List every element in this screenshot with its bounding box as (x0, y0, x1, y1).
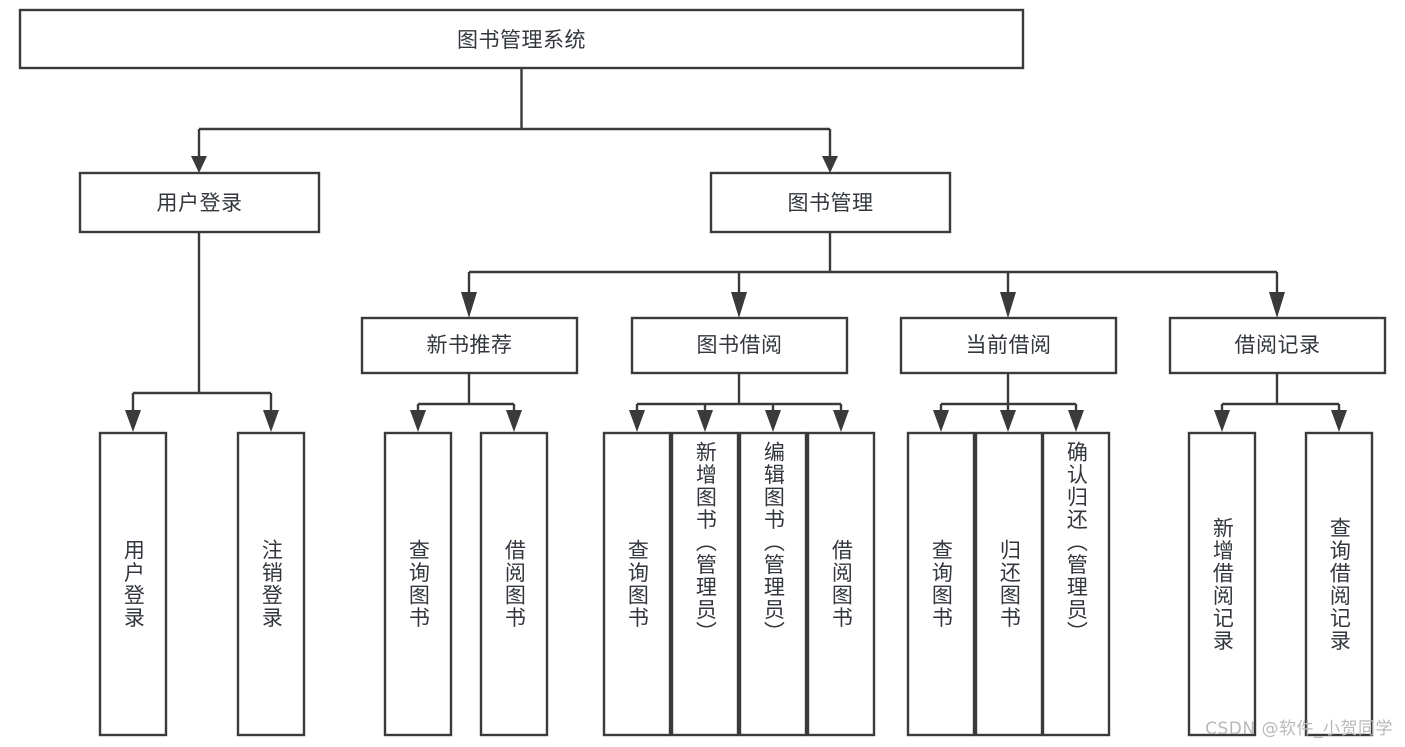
arrow-userlogin-leaf-2 (263, 410, 279, 432)
arrow-to-new-book-recommend (461, 292, 477, 318)
node-leaf-query-record[interactable] (1304, 431, 1374, 737)
arrow-root-to-book-manage (822, 156, 838, 173)
node-current-borrow[interactable] (899, 316, 1118, 375)
arrow-bookborrow-leaf-4 (833, 410, 849, 432)
node-leaf-borrow-book-2[interactable] (806, 431, 876, 737)
node-new-book-recommend-label: 新书推荐 (427, 333, 513, 357)
arrow-bookborrow-leaf-3 (765, 410, 781, 432)
node-leaf-query-book-1[interactable] (383, 431, 453, 737)
node-leaf-logout-login[interactable] (236, 431, 306, 737)
node-borrow-record[interactable] (1168, 316, 1387, 375)
node-user-login-label: 用户登录 (157, 191, 243, 215)
node-current-borrow-label: 当前借阅 (966, 333, 1052, 357)
node-leaf-add-book[interactable] (670, 431, 740, 737)
arrow-root-to-user-login (191, 156, 207, 173)
arrow-currentborrow-leaf-3 (1068, 410, 1084, 432)
node-user-login[interactable] (78, 171, 321, 234)
arrow-borrowrecord-leaf-1 (1214, 410, 1230, 432)
node-book-borrow-label: 图书借阅 (697, 333, 783, 357)
node-leaf-return-book[interactable] (974, 431, 1044, 737)
node-leaf-query-book-2[interactable] (602, 431, 672, 737)
node-leaf-borrow-book-1[interactable] (479, 431, 549, 737)
node-book-borrow[interactable] (630, 316, 849, 375)
node-root[interactable] (18, 8, 1025, 70)
node-leaf-query-book-3[interactable] (906, 431, 976, 737)
arrow-borrowrecord-leaf-2 (1331, 410, 1347, 432)
node-leaf-user-login[interactable] (98, 431, 168, 737)
node-leaf-confirm-return[interactable] (1041, 431, 1111, 737)
node-leaf-add-record[interactable] (1187, 431, 1257, 737)
node-new-book-recommend[interactable] (360, 316, 579, 375)
node-borrow-record-label: 借阅记录 (1235, 333, 1321, 357)
arrow-to-current-borrow (1000, 292, 1016, 318)
arrow-bookborrow-leaf-1 (629, 410, 645, 432)
arrow-newbook-leaf-1 (410, 410, 426, 432)
arrow-to-book-borrow (731, 292, 747, 318)
arrow-newbook-leaf-2 (506, 410, 522, 432)
connector-layer (125, 68, 1347, 432)
arrow-bookborrow-leaf-2 (697, 410, 713, 432)
arrow-currentborrow-leaf-1 (933, 410, 949, 432)
arrow-currentborrow-leaf-2 (1000, 410, 1016, 432)
arrow-to-borrow-record (1269, 292, 1285, 318)
node-root-label: 图书管理系统 (457, 28, 586, 52)
arrow-userlogin-leaf-1 (125, 410, 141, 432)
node-leaf-edit-book[interactable] (738, 431, 808, 737)
watermark-label: CSDN @软件_小贺同学 (1205, 719, 1393, 739)
node-layer: 图书管理系统 用户登录 图书管理 新书推荐 图书借阅 当前借阅 借阅记录 (18, 8, 1387, 737)
node-book-manage[interactable] (709, 171, 952, 234)
node-book-manage-label: 图书管理 (788, 191, 874, 215)
